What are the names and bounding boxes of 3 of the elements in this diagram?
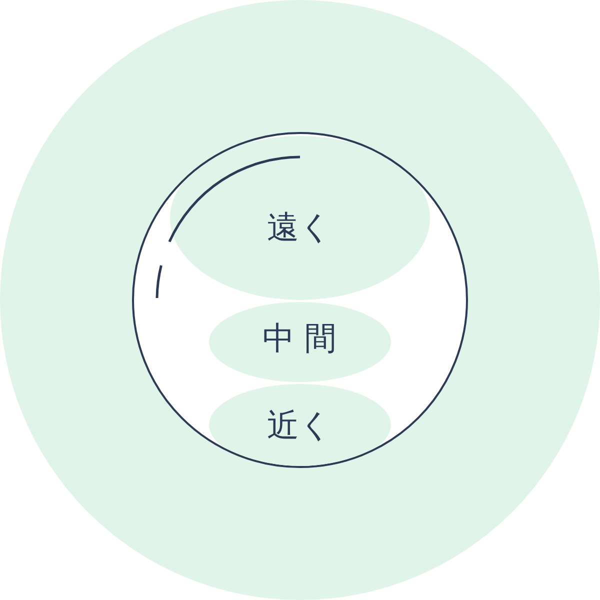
zone-label: 遠く bbox=[267, 208, 332, 247]
zone-label: 近く bbox=[267, 406, 332, 445]
zone-label: 中間 bbox=[262, 319, 346, 358]
